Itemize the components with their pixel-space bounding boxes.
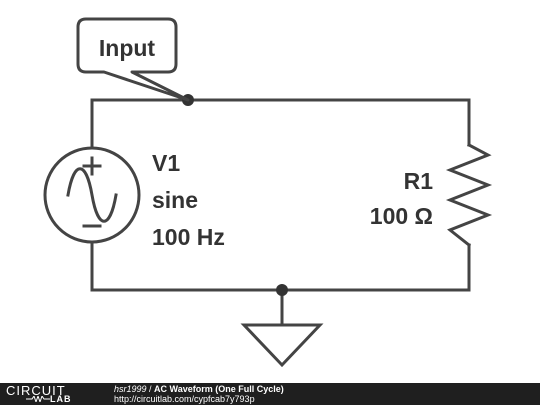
logo-bottom-text: LAB — [50, 394, 72, 404]
source-frequency-label: 100 Hz — [152, 224, 225, 250]
title-separator: / — [146, 384, 155, 394]
voltage-source-v1-symbol[interactable] — [43, 146, 141, 244]
ground-junction-dot — [276, 284, 288, 296]
logo-resistor-icon — [26, 396, 50, 402]
logo-top-text: CIRCUIT — [6, 383, 66, 398]
ground-symbol[interactable] — [240, 323, 324, 368]
source-type-label: sine — [152, 187, 198, 213]
circuit-meta: hsr1999 / AC Waveform (One Full Cycle) h… — [114, 384, 284, 404]
circuit-url[interactable]: http://circuitlab.com/cypfcab7y793p — [114, 394, 255, 404]
author-name[interactable]: hsr1999 — [114, 384, 147, 394]
resistor-name-label: R1 — [404, 168, 434, 194]
source-name-label: V1 — [152, 150, 180, 176]
circuitlab-logo[interactable]: CIRCUIT LAB — [6, 383, 106, 404]
input-node-label[interactable]: Input — [76, 17, 190, 102]
footer-bar: CIRCUIT LAB hsr1999 / AC Waveform (One F… — [0, 383, 540, 405]
resistor-r1-symbol[interactable] — [445, 142, 493, 248]
circuit-title: AC Waveform (One Full Cycle) — [154, 384, 284, 394]
circuit-schematic: Input V1 sine 100 Hz R1 100 Ω — [43, 17, 493, 368]
resistor-value-label: 100 Ω — [370, 203, 433, 229]
input-node-text: Input — [99, 35, 156, 61]
